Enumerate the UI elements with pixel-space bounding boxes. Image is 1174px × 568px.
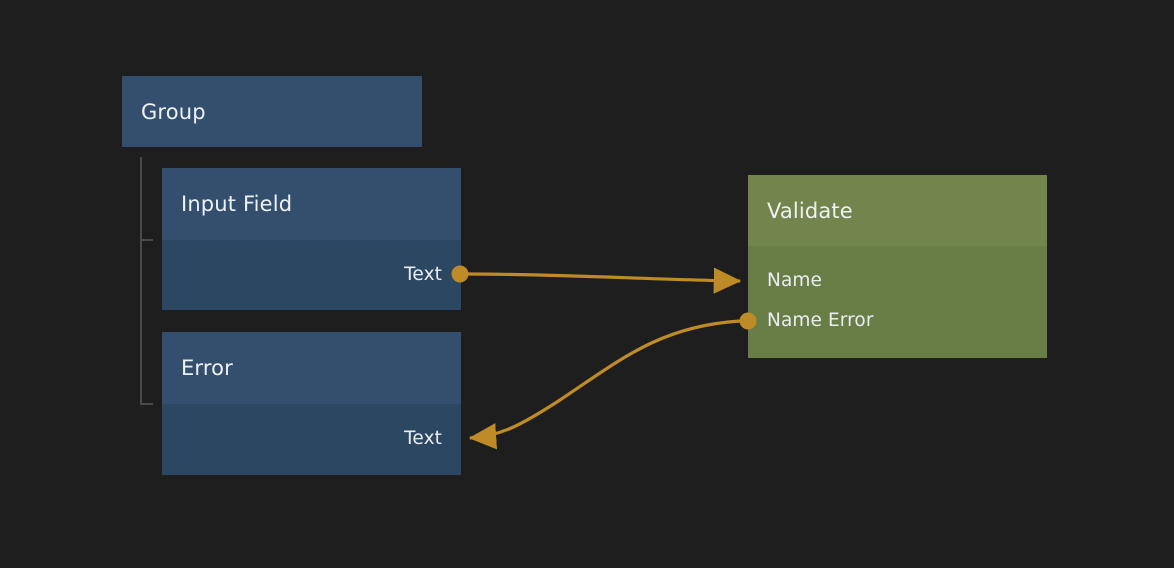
- node-error-title: Error: [181, 356, 233, 380]
- node-error[interactable]: Error Text: [162, 332, 461, 475]
- group-tree-branch-input-field: [140, 239, 153, 241]
- group-tree-branch-error: [140, 403, 153, 405]
- port-label-input-field-text: Text: [404, 263, 442, 285]
- group-node[interactable]: Group: [122, 76, 422, 147]
- node-validate-body: Name Name Error: [748, 246, 1047, 358]
- node-error-body: Text: [162, 404, 461, 475]
- group-node-title: Group: [141, 99, 206, 124]
- node-input-field[interactable]: Input Field Text: [162, 168, 461, 310]
- wire-validate-name-error-to-error-text[interactable]: [468, 319, 741, 450]
- port-label-validate-name-error: Name Error: [767, 309, 874, 331]
- group-tree-trunk: [140, 157, 142, 405]
- node-input-field-title: Input Field: [181, 192, 293, 216]
- node-validate[interactable]: Validate Name Name Error: [748, 175, 1047, 358]
- node-input-field-header[interactable]: Input Field: [162, 168, 461, 240]
- node-error-header[interactable]: Error: [162, 332, 461, 404]
- node-input-field-body: Text: [162, 240, 461, 310]
- port-row-validate-name-error-out[interactable]: Name Error: [767, 308, 874, 332]
- wire-input-text-to-validate-name[interactable]: [467, 267, 742, 294]
- port-label-validate-name: Name: [767, 269, 822, 291]
- node-validate-header[interactable]: Validate: [748, 175, 1047, 246]
- port-label-error-text: Text: [404, 427, 442, 449]
- node-validate-title: Validate: [767, 198, 853, 223]
- port-row-error-text-in[interactable]: Text: [404, 426, 442, 450]
- port-row-validate-name-in[interactable]: Name: [767, 268, 822, 292]
- port-row-input-field-text-out[interactable]: Text: [404, 262, 442, 286]
